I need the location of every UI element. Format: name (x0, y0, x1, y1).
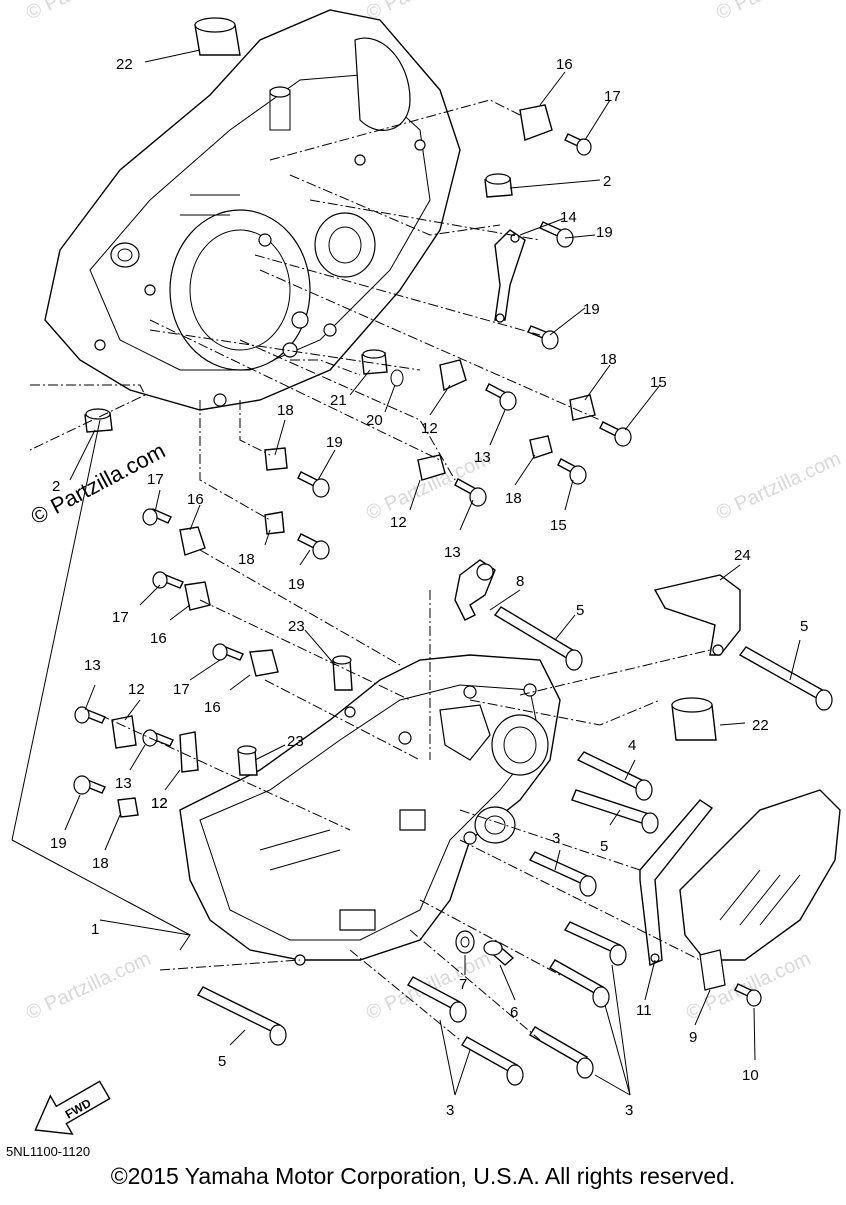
leader-lines (11, 49, 801, 1096)
callout-16: 16 (556, 56, 573, 73)
callout-5: 5 (218, 1053, 226, 1070)
callout-5: 5 (600, 838, 608, 855)
diagram-code: 5NL1100-1120 (6, 1144, 91, 1159)
callout-12: 12 (128, 681, 145, 698)
callout-13: 13 (84, 657, 101, 674)
callout-6: 6 (510, 1004, 518, 1021)
fwd-arrow: FWD (34, 1080, 111, 1135)
callout-labels: 22 16 17 2 14 19 19 21 20 12 18 15 18 19… (50, 56, 808, 1119)
small-parts (84, 17, 717, 954)
callout-15: 15 (550, 517, 567, 534)
callout-13: 13 (444, 544, 461, 561)
callout-16: 16 (204, 699, 221, 716)
callout-12: 12 (421, 420, 438, 437)
callout-8: 8 (516, 573, 524, 590)
callout-24: 24 (734, 547, 751, 564)
callout-18: 18 (600, 351, 617, 368)
callout-20: 20 (366, 412, 383, 429)
callout-16: 16 (150, 630, 167, 647)
callout-18: 18 (238, 551, 255, 568)
callout-19: 19 (326, 434, 343, 451)
callout-1: 1 (91, 921, 99, 938)
callout-15: 15 (650, 374, 667, 391)
callout-17: 17 (173, 681, 190, 698)
bolts (196, 606, 833, 1086)
bracket-24 (653, 574, 741, 656)
callout-3: 3 (625, 1102, 633, 1119)
callout-18: 18 (277, 402, 294, 419)
callout-11: 11 (636, 1002, 652, 1019)
watermark: © Partzilla.com (23, 0, 154, 25)
callout-5: 5 (576, 602, 584, 619)
copyright-notice: ©2015 Yamaha Motor Corporation, U.S.A. A… (110, 1163, 736, 1189)
callout-3: 3 (446, 1102, 454, 1119)
bracket-8 (454, 559, 496, 621)
callout-10: 10 (742, 1067, 759, 1084)
callout-12: 12 (151, 795, 168, 812)
watermark: © Partzilla.com (713, 0, 844, 25)
crankcase-left-drawing (44, 9, 461, 411)
callout-5: 5 (800, 618, 808, 635)
callout-19: 19 (50, 835, 67, 852)
callout-2: 2 (603, 173, 611, 190)
callout-21: 21 (330, 392, 347, 409)
callout-17: 17 (112, 609, 129, 626)
callout-7: 7 (459, 976, 467, 993)
guide-plate-11 (639, 799, 714, 967)
callout-16: 16 (187, 491, 204, 508)
callout-17: 17 (147, 471, 164, 488)
sprocket-cover-drawing (679, 789, 841, 991)
crankcase-right-drawing (179, 654, 561, 966)
callout-19: 19 (288, 576, 305, 593)
watermark: © Partzilla.com (23, 948, 154, 1025)
callout-12: 12 (151, 795, 168, 812)
callout-22: 22 (116, 56, 133, 73)
callout-22: 22 (752, 717, 769, 734)
callout-23: 23 (288, 618, 305, 635)
callout-3: 3 (552, 830, 560, 847)
callout-18: 18 (505, 490, 522, 507)
short-bolts (73, 133, 762, 1007)
callout-23: 23 (287, 733, 304, 750)
callout-14: 14 (560, 209, 577, 226)
callout-13: 13 (115, 775, 132, 792)
callout-19: 19 (583, 301, 600, 318)
watermark: © Partzilla.com (363, 0, 494, 25)
callout-12: 12 (390, 514, 407, 531)
callout-9: 9 (689, 1029, 697, 1046)
callout-18: 18 (92, 855, 109, 872)
callout-13: 13 (474, 449, 491, 466)
watermark: © Partzilla.com (713, 448, 844, 525)
callout-4: 4 (628, 737, 636, 754)
callout-17: 17 (604, 88, 621, 105)
callout-2: 2 (52, 478, 60, 495)
callout-19: 19 (596, 224, 613, 241)
bracket-14 (494, 229, 526, 323)
